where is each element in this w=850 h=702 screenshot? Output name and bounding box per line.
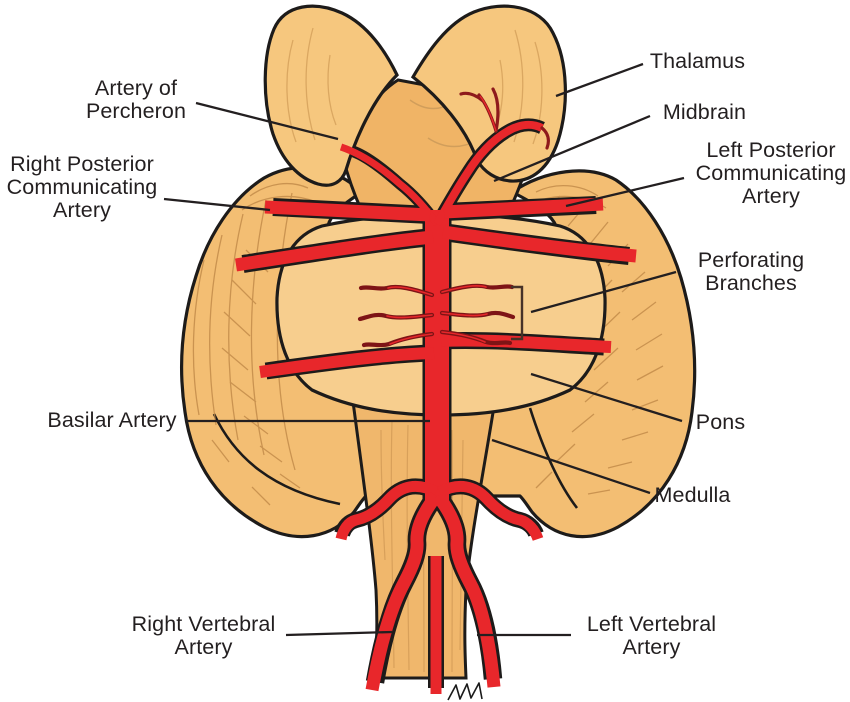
leader-left-pcom <box>565 176 685 208</box>
leader-artery-of-percheron <box>195 101 339 141</box>
left-pica-vessel <box>437 480 544 541</box>
label-midbrain: Midbrain <box>662 100 747 124</box>
label-right-vertebral-artery: Right Vertebral Artery <box>131 612 276 659</box>
right-posterior-communicating-vessel <box>264 200 431 222</box>
label-pons: Pons <box>695 410 746 434</box>
right-aica-vessel <box>259 347 435 378</box>
leader-lines <box>163 62 685 637</box>
right-pica-vessel <box>335 480 439 541</box>
label-left-posterior-communicating-artery: Left Posterior Communicating Artery <box>695 138 847 208</box>
artery-of-percheron-vessel <box>433 120 544 226</box>
leader-thalamus <box>555 62 644 98</box>
label-left-vertebral-artery: Left Vertebral Artery <box>586 612 717 659</box>
label-basilar-artery: Basilar Artery <box>47 408 177 432</box>
left-superior-cerebellar-vessel <box>442 225 637 263</box>
thalamus-left-lobe <box>263 4 399 187</box>
leader-perforating-branches <box>530 270 677 314</box>
leader-right-pcom <box>163 197 271 212</box>
leader-midbrain <box>493 114 651 183</box>
right-vertebral-vessel <box>365 492 442 692</box>
artery-red-fills <box>235 120 637 694</box>
right-superior-cerebellar-vessel <box>235 230 434 272</box>
cerebellum-inner-boundary-left <box>212 413 341 506</box>
left-vertebral-vessel <box>432 492 501 688</box>
left-aica-vessel <box>440 334 612 353</box>
percheron-twig-highlight <box>479 95 497 132</box>
label-medulla: Medulla <box>654 483 731 507</box>
label-right-posterior-communicating-artery: Right Posterior Communicating Artery <box>6 152 158 222</box>
left-posterior-communicating-vessel <box>443 197 604 219</box>
perforating-branches-vessels <box>357 283 516 348</box>
cerebellum-inner-boundary-right <box>528 407 579 509</box>
artist-signature <box>447 682 483 701</box>
label-artery-of-percheron: Artery of Percheron <box>85 76 187 123</box>
label-thalamus: Thalamus <box>649 49 746 73</box>
leader-medulla <box>491 438 651 495</box>
label-perforating-branches: Perforating Branches <box>697 248 805 295</box>
perforating-branches-bracket <box>511 285 524 341</box>
leader-pons <box>530 372 683 423</box>
leader-right-vertebral <box>285 630 393 637</box>
